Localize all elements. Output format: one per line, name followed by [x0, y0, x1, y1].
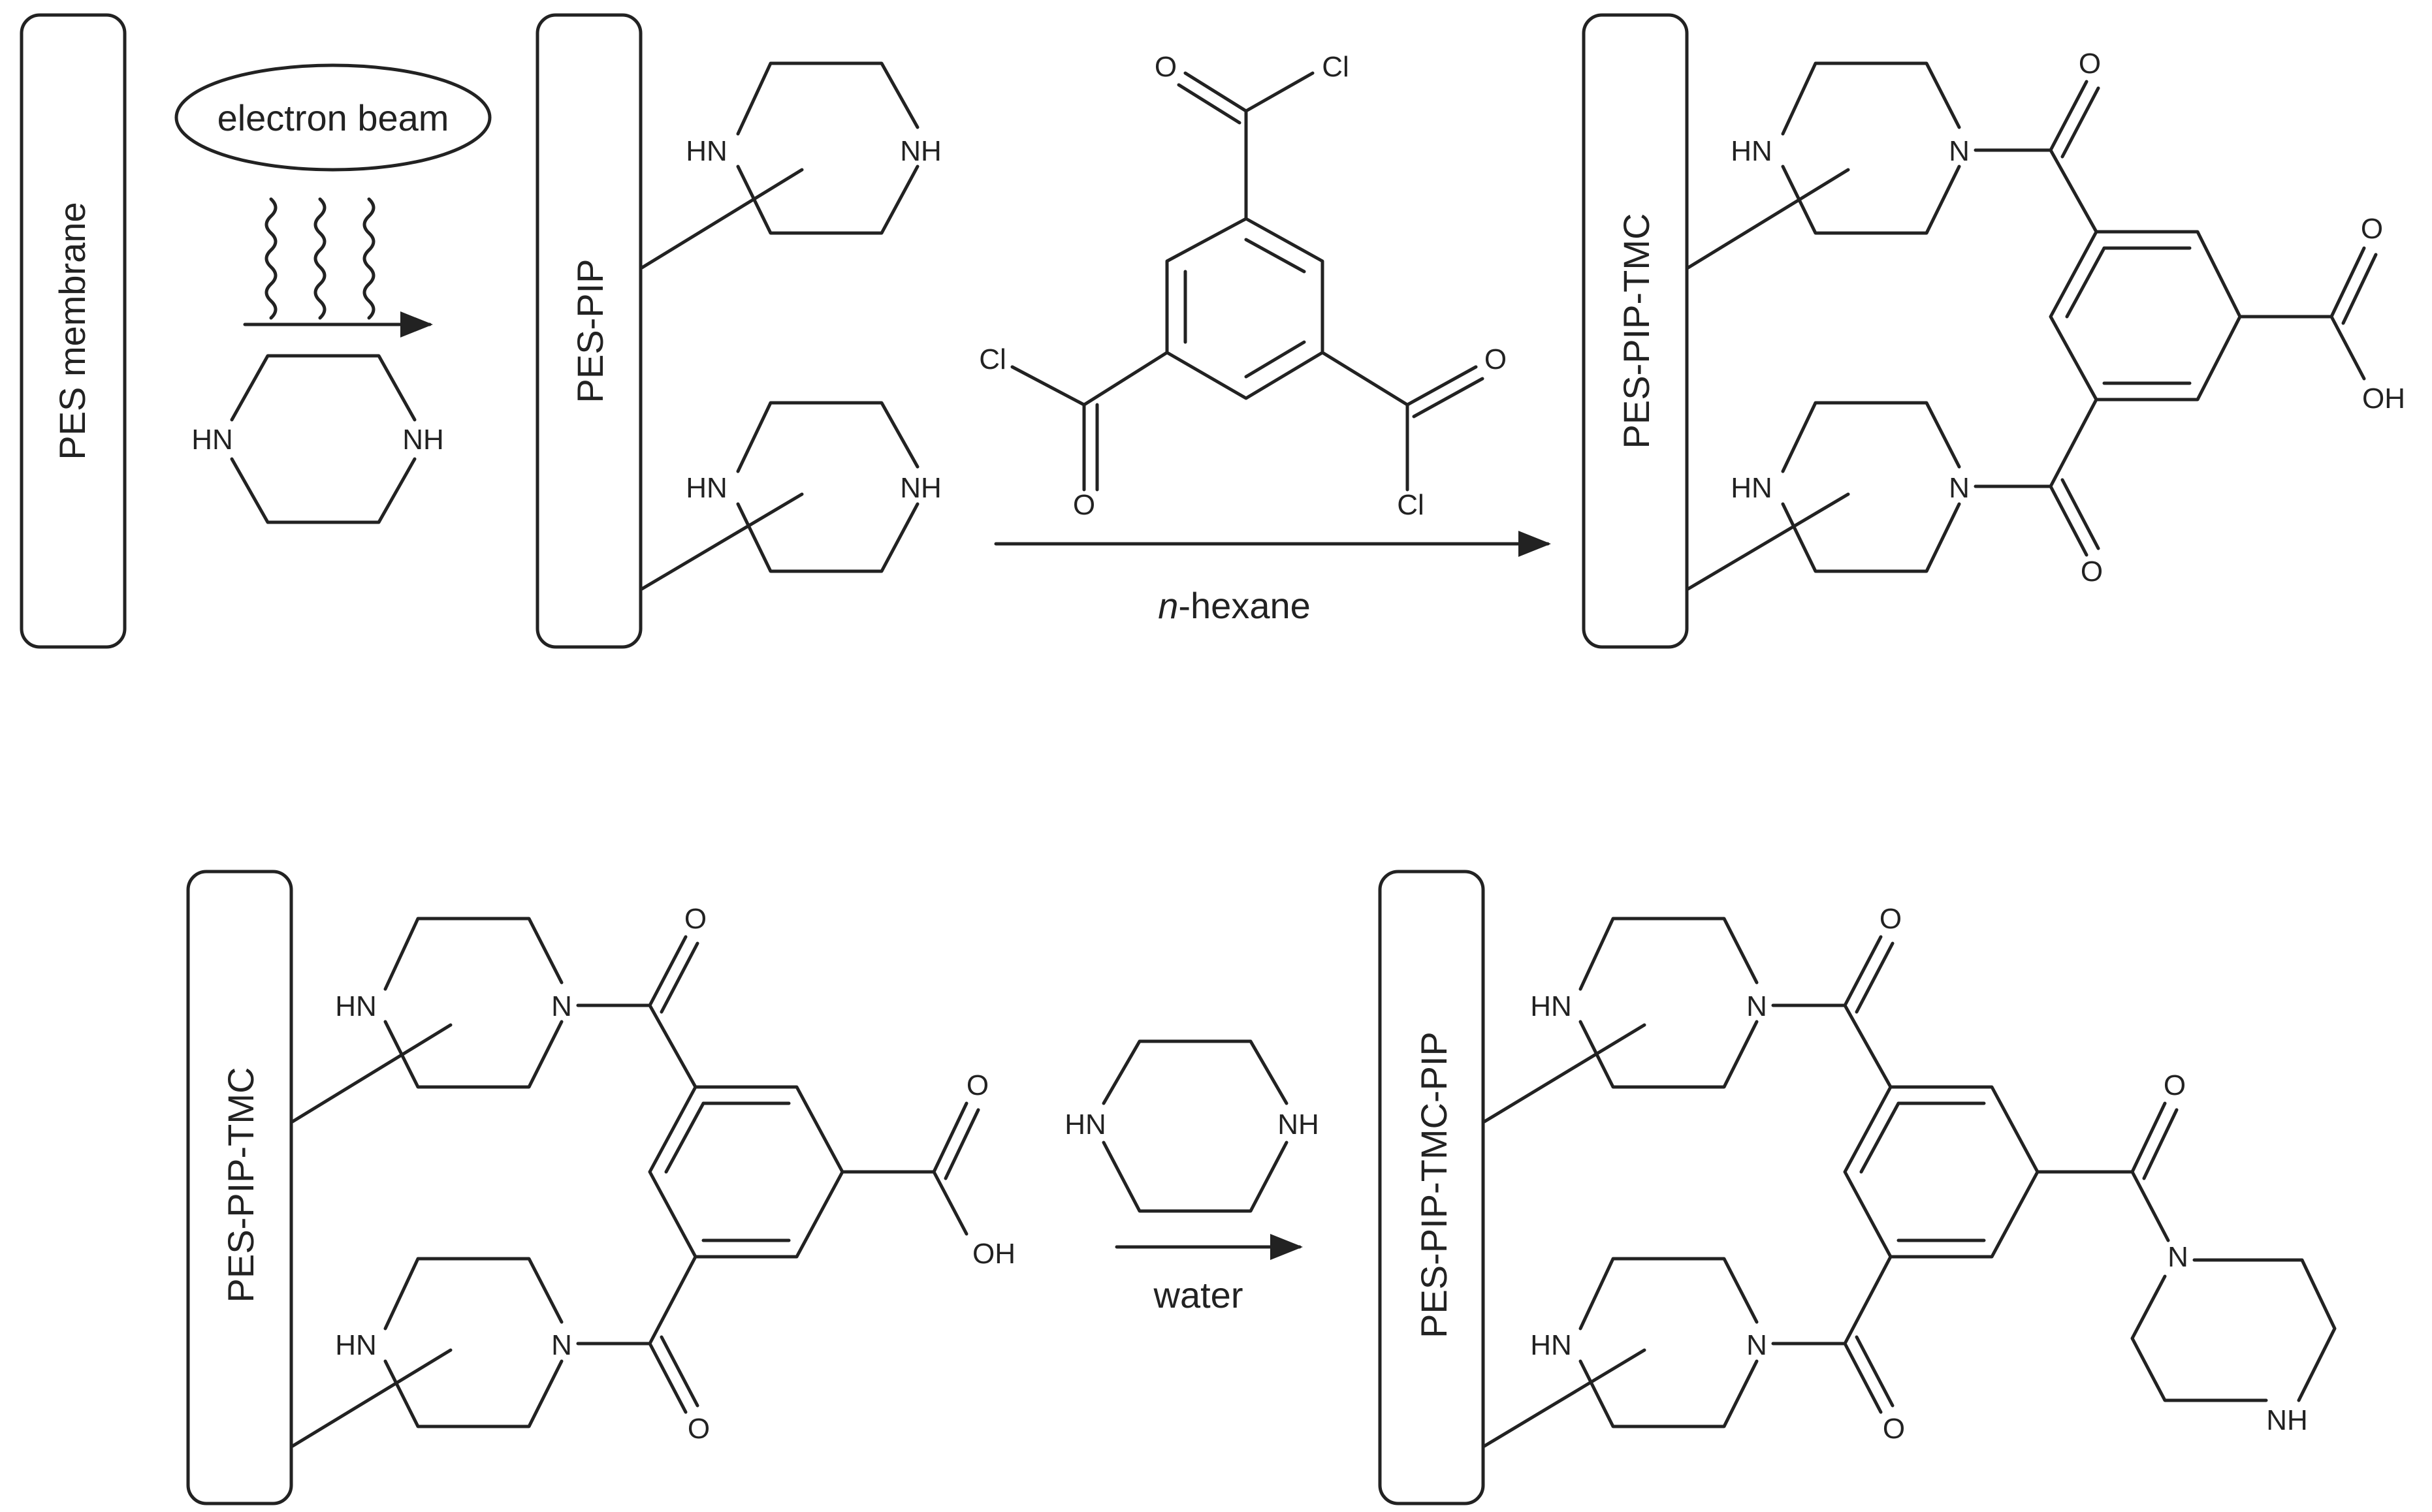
- pes-pip-tmc-box-bottom: [186, 870, 293, 1505]
- svg-text:HN: HN: [686, 135, 728, 167]
- svg-text:HN: HN: [1530, 1329, 1572, 1361]
- nh-atom: NH: [402, 424, 444, 456]
- radiation-waves: [264, 197, 376, 320]
- svg-text:O: O: [2081, 556, 2103, 588]
- svg-text:O: O: [2361, 213, 2383, 245]
- svg-text:HN: HN: [1530, 990, 1572, 1022]
- svg-text:HN: HN: [1064, 1109, 1106, 1141]
- pes-pip-label: PES-PIP: [569, 259, 611, 403]
- svg-text:O: O: [1880, 903, 1902, 935]
- svg-text:O: O: [688, 1413, 710, 1445]
- pes-pip-box: [536, 13, 643, 649]
- pes-membrane-box: [20, 13, 127, 649]
- grafted-piperazine-upper: HN NH: [640, 61, 942, 270]
- svg-text:O: O: [1155, 51, 1177, 83]
- step5-pes-pip-tmc-pip: PES-PIP-TMC-PIP HN N HN N O O O N: [1378, 870, 2337, 1505]
- svg-text:NH: NH: [2266, 1404, 2308, 1436]
- svg-text:O: O: [1883, 1413, 1905, 1445]
- svg-text:O: O: [2079, 48, 2101, 80]
- svg-text:Cl: Cl: [979, 343, 1006, 375]
- svg-text:Cl: Cl: [1397, 489, 1424, 521]
- hn-atom: HN: [191, 424, 233, 456]
- pes-pip-tmc-pip-box: [1378, 870, 1485, 1505]
- svg-text:HN: HN: [335, 990, 377, 1022]
- svg-text:NH: NH: [900, 472, 942, 504]
- pes-pip-tmc-pip-label: PES-PIP-TMC-PIP: [1413, 1032, 1454, 1338]
- electron-beam-label: electron beam: [217, 97, 449, 138]
- step3-pes-pip-tmc: PES-PIP-TMC HN N HN N O O O: [1582, 13, 2405, 649]
- svg-text:Cl: Cl: [1322, 51, 1349, 83]
- svg-text:N: N: [551, 990, 572, 1022]
- svg-text:HN: HN: [686, 472, 728, 504]
- svg-text:O: O: [2164, 1069, 2186, 1101]
- svg-text:N: N: [1746, 1329, 1767, 1361]
- step4-pes-pip-tmc: PES-PIP-TMC HN N HN N O O O OH: [186, 870, 1016, 1505]
- svg-text:HN: HN: [335, 1329, 377, 1361]
- svg-text:OH: OH: [2362, 383, 2405, 415]
- svg-text:N: N: [1949, 135, 1970, 167]
- hexane-label: n-hexane: [1158, 585, 1311, 626]
- step4-reagent: HN NH water: [1064, 1039, 1319, 1315]
- svg-text:HN: HN: [1731, 135, 1772, 167]
- step1: PES membrane electron beam HN NH: [20, 13, 492, 649]
- svg-text:O: O: [967, 1069, 989, 1101]
- grafted-piperazine-lower: HN NH: [640, 401, 942, 591]
- pes-membrane-label: PES membrane: [52, 202, 93, 460]
- water-label: water: [1153, 1274, 1243, 1315]
- electron-beam-ellipse: [174, 63, 492, 172]
- svg-text:N: N: [2168, 1241, 2188, 1273]
- pes-pip-tmc-box-top: [1582, 13, 1689, 649]
- svg-text:NH: NH: [900, 135, 942, 167]
- svg-text:HN: HN: [1731, 472, 1772, 504]
- svg-text:OH: OH: [972, 1238, 1016, 1270]
- svg-text:O: O: [1484, 343, 1507, 375]
- svg-text:NH: NH: [1277, 1109, 1319, 1141]
- tmc-reagent: O Cl Cl O O Cl n-hexane: [979, 51, 1551, 626]
- step2-pes-pip: PES-PIP HN NH HN NH: [536, 13, 942, 649]
- svg-text:O: O: [684, 903, 707, 935]
- svg-text:N: N: [1746, 990, 1767, 1022]
- pes-pip-tmc-label-bottom: PES-PIP-TMC: [220, 1067, 261, 1303]
- pes-pip-tmc-label-top: PES-PIP-TMC: [1616, 213, 1657, 449]
- svg-text:N: N: [1949, 472, 1970, 504]
- piperazine-reagent: HN NH: [191, 354, 444, 524]
- svg-text:N: N: [551, 1329, 572, 1361]
- svg-text:O: O: [1073, 489, 1095, 521]
